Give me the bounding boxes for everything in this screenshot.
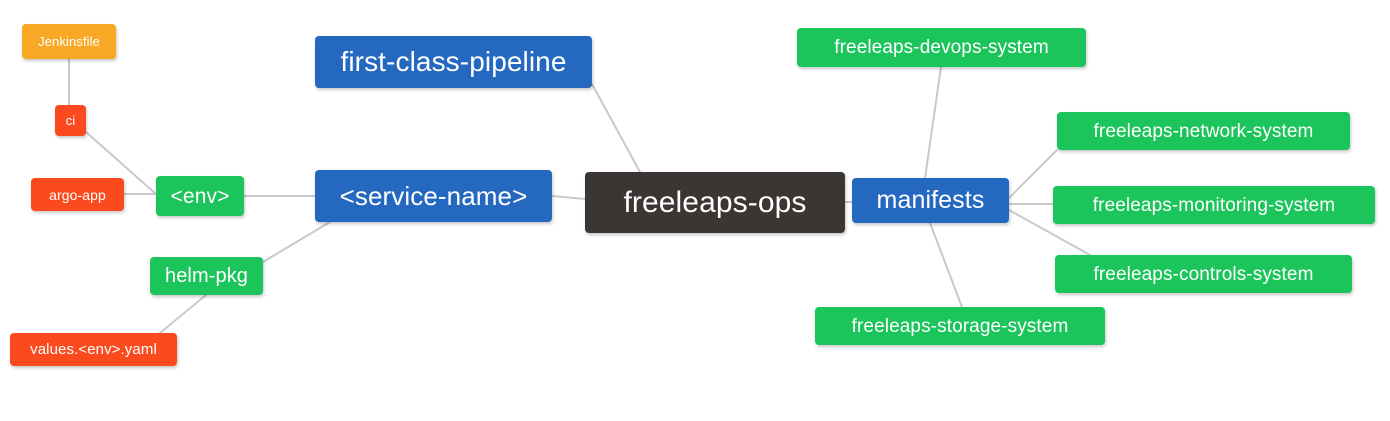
- edge-manifests-to-freeleaps-network-system: [1008, 149, 1058, 199]
- node-label-values-yaml: values.<env>.yaml: [30, 341, 157, 358]
- node-label-service-name: <service-name>: [339, 181, 528, 211]
- node-freeleaps-monitoring-system[interactable]: freeleaps-monitoring-system: [1053, 186, 1375, 224]
- edge-manifests-to-freeleaps-devops-system: [924, 66, 942, 179]
- node-label-first-class-pipeline: first-class-pipeline: [340, 46, 567, 77]
- node-helm-pkg[interactable]: helm-pkg: [150, 257, 263, 295]
- node-freeleaps-storage-system[interactable]: freeleaps-storage-system: [815, 307, 1105, 345]
- node-label-freeleaps-devops-system: freeleaps-devops-system: [834, 37, 1049, 58]
- node-ci[interactable]: ci: [55, 105, 86, 136]
- node-freeleaps-controls-system[interactable]: freeleaps-controls-system: [1055, 255, 1352, 293]
- edge-service-name-to-freeleaps-ops: [551, 195, 586, 200]
- node-label-jenkinsfile: Jenkinsfile: [38, 34, 100, 49]
- node-label-env: <env>: [170, 184, 230, 208]
- node-first-class-pipeline[interactable]: first-class-pipeline: [315, 36, 592, 88]
- node-label-manifests: manifests: [876, 186, 985, 214]
- node-label-ci: ci: [65, 113, 76, 128]
- node-label-freeleaps-ops: freeleaps-ops: [623, 185, 807, 219]
- node-label-helm-pkg: helm-pkg: [164, 265, 249, 287]
- node-label-freeleaps-controls-system: freeleaps-controls-system: [1093, 263, 1314, 285]
- edge-first-class-pipeline-to-freeleaps-ops: [591, 83, 641, 173]
- node-label-freeleaps-network-system: freeleaps-network-system: [1093, 120, 1314, 142]
- node-manifests[interactable]: manifests: [852, 178, 1009, 223]
- edge-helm-pkg-to-service-name: [262, 221, 331, 263]
- edge-values-yaml-to-helm-pkg: [159, 294, 207, 334]
- node-label-argo-app: argo-app: [49, 186, 106, 203]
- node-env[interactable]: <env>: [156, 176, 244, 216]
- node-argo-app[interactable]: argo-app: [31, 178, 124, 211]
- node-freeleaps-network-system[interactable]: freeleaps-network-system: [1057, 112, 1350, 150]
- node-values-yaml[interactable]: values.<env>.yaml: [10, 333, 177, 366]
- node-freeleaps-devops-system[interactable]: freeleaps-devops-system: [797, 28, 1086, 67]
- node-service-name[interactable]: <service-name>: [315, 170, 552, 222]
- edge-manifests-to-freeleaps-storage-system: [929, 222, 963, 308]
- node-label-freeleaps-monitoring-system: freeleaps-monitoring-system: [1092, 194, 1336, 216]
- node-jenkinsfile[interactable]: Jenkinsfile: [22, 24, 116, 59]
- node-freeleaps-ops[interactable]: freeleaps-ops: [585, 172, 845, 233]
- node-label-freeleaps-storage-system: freeleaps-storage-system: [851, 315, 1069, 337]
